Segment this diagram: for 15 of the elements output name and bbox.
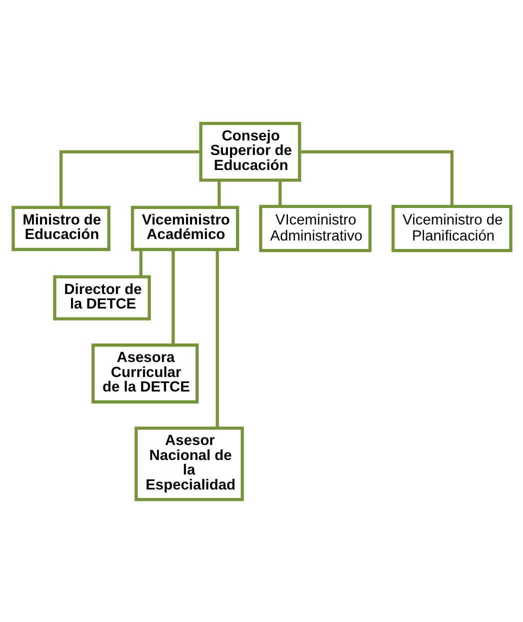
connector (138, 249, 142, 276)
connector (58, 150, 200, 207)
node-box: Viceministro Académico (130, 205, 239, 251)
connector (300, 150, 454, 206)
node-box: Consejo Superior de Educación (198, 121, 301, 182)
node-box: Asesor Nacional de la Especialidad (134, 426, 244, 501)
connector (215, 249, 218, 428)
node-box: Ministro de Educación (11, 205, 110, 251)
connector (278, 180, 282, 206)
connector (217, 180, 220, 207)
node-box: Asesora Curricular de la DETCE (91, 343, 198, 403)
node-box: Director de la DETCE (52, 274, 150, 320)
node-box: Viceministro de Planificación (391, 204, 512, 252)
connector (171, 249, 174, 344)
node-box: VIceministro Administrativo (258, 204, 372, 252)
